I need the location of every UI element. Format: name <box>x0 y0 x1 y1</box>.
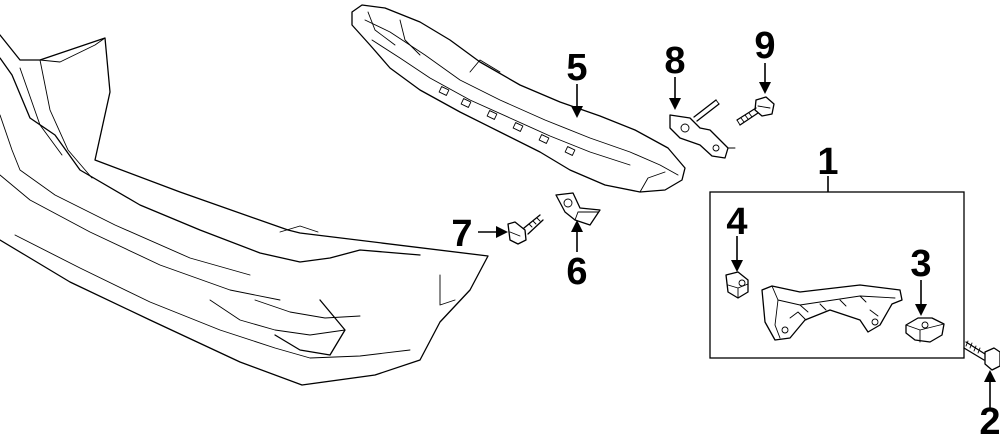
assembly-group-box <box>709 191 965 359</box>
callout-7: 7 <box>451 213 472 255</box>
bolt-9-drawing <box>736 96 775 126</box>
bolt-7-drawing <box>507 214 544 245</box>
callout-9: 9 <box>754 25 775 67</box>
callout-8: 8 <box>664 40 685 82</box>
bumper-cover-drawing <box>0 34 489 386</box>
clip-4-drawing <box>725 271 749 299</box>
callout-leaders <box>478 63 996 408</box>
callout-4: 4 <box>726 201 747 243</box>
screw-2-drawing <box>963 340 1000 371</box>
absorber-drawing <box>351 4 686 193</box>
bracket-6-drawing <box>555 192 601 226</box>
callout-5: 5 <box>566 47 587 89</box>
callout-6: 6 <box>566 251 587 293</box>
bracket-8-drawing <box>669 99 736 159</box>
callout-1: 1 <box>817 141 838 183</box>
bumper-bracket-drawing <box>761 284 903 341</box>
nut-3-drawing <box>905 317 945 343</box>
callout-2: 2 <box>979 401 1000 435</box>
callout-3: 3 <box>910 243 931 285</box>
